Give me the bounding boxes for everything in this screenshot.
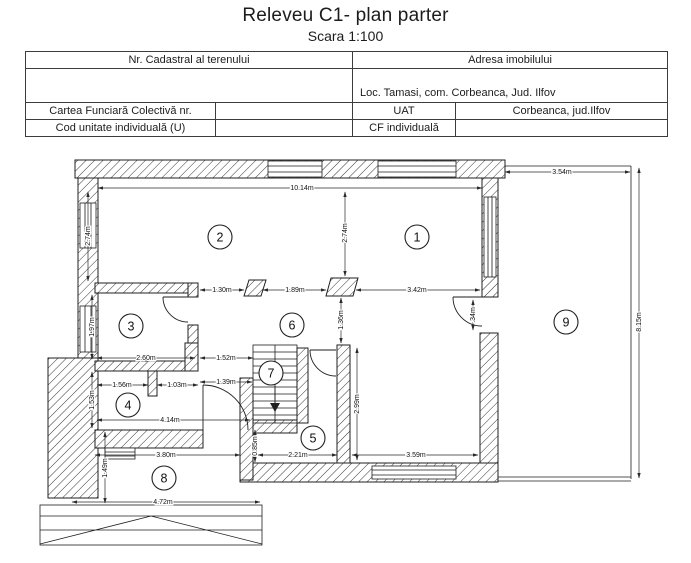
page-title: Releveu C1- plan parter bbox=[242, 5, 449, 26]
window bbox=[371, 465, 457, 480]
adresa-header: Adresa imobilului bbox=[351, 51, 669, 69]
svg-text:9: 9 bbox=[563, 316, 570, 330]
room-label-3: 3 bbox=[118, 313, 144, 339]
room-label-5: 5 bbox=[300, 425, 326, 451]
dim-label: 2.74m bbox=[85, 226, 92, 246]
room-label-7: 7 bbox=[258, 360, 284, 386]
dim-label: .34m bbox=[470, 307, 477, 323]
dim-label: 1.36m bbox=[338, 310, 345, 330]
interior-walls bbox=[94, 282, 351, 481]
door-room1-terrace bbox=[452, 296, 483, 327]
adresa-value: Loc. Tamasi, com. Corbeanca, Jud. Ilfov bbox=[351, 68, 669, 103]
cartea-funciara-label: Cartea Funciară Colectivă nr. bbox=[25, 102, 216, 120]
window bbox=[104, 447, 136, 460]
stairs-down-arrow bbox=[270, 386, 280, 412]
room-label-4: 4 bbox=[115, 392, 141, 418]
window bbox=[377, 160, 457, 178]
dim-label: 1.97m bbox=[89, 317, 96, 337]
dim-label: 1.56m bbox=[112, 382, 132, 389]
svg-text:8: 8 bbox=[161, 472, 168, 486]
room-label-9: 9 bbox=[553, 309, 579, 335]
dim-label: 1.53m bbox=[89, 390, 96, 410]
door-entrance bbox=[202, 384, 249, 431]
exterior-walls bbox=[47, 159, 506, 499]
cod-unitate-value bbox=[215, 119, 353, 137]
cf-individuala-value bbox=[454, 119, 669, 137]
room-label-1: 1 bbox=[404, 224, 430, 250]
cf-individuala-label: CF individuală bbox=[352, 119, 456, 137]
svg-text:1: 1 bbox=[414, 231, 421, 245]
table-row: Loc. Tamasi, com. Corbeanca, Jud. Ilfov bbox=[25, 68, 669, 103]
table-row: Nr. Cadastral al terenului Adresa imobil… bbox=[25, 51, 669, 69]
dim-label: 4.14m bbox=[160, 417, 180, 424]
dim-label: 1.52m bbox=[216, 355, 236, 362]
dim-label: 2.74m bbox=[342, 223, 349, 243]
uat-label: UAT bbox=[352, 102, 456, 120]
floor-plan: 10.14m 3.54m 8.15m 2.74m 2.74m 1.97m 1.3… bbox=[39, 159, 644, 546]
terrace-8-steps bbox=[39, 504, 263, 546]
table-row: Cartea Funciară Colectivă nr. UAT Corbea… bbox=[25, 102, 669, 120]
svg-text:5: 5 bbox=[310, 432, 317, 446]
dim-label: 2.21m bbox=[288, 452, 308, 459]
dim-label: 1.89m bbox=[285, 287, 305, 294]
dim-label: 3.54m bbox=[552, 169, 572, 176]
window bbox=[483, 196, 497, 278]
scale-label: Scara 1:100 bbox=[307, 28, 384, 44]
pillars bbox=[243, 277, 359, 297]
dim-label: 4.72m bbox=[153, 499, 173, 506]
svg-text:6: 6 bbox=[289, 319, 296, 333]
room-labels: 1 2 3 4 5 6 7 8 9 bbox=[115, 224, 579, 491]
svg-text:7: 7 bbox=[268, 367, 275, 381]
cartea-funciara-value bbox=[215, 102, 353, 120]
dim-label: 3.80m bbox=[156, 452, 176, 459]
svg-text:4: 4 bbox=[125, 399, 132, 413]
doors bbox=[162, 296, 483, 431]
cod-unitate-label: Cod unitate individuală (U) bbox=[25, 119, 216, 137]
dim-label: 1.49m bbox=[102, 458, 109, 478]
room-label-2: 2 bbox=[207, 224, 233, 250]
dim-label: 1.39m bbox=[216, 379, 236, 386]
dim-label: 8.15m bbox=[636, 312, 643, 332]
dim-label: 2.99m bbox=[354, 394, 361, 414]
room-label-6: 6 bbox=[279, 312, 305, 338]
room-label-8: 8 bbox=[151, 465, 177, 491]
door-stairs bbox=[309, 349, 337, 377]
table-row: Cod unitate individuală (U) CF individua… bbox=[25, 119, 669, 137]
dim-label: 3.59m bbox=[406, 452, 426, 459]
door-room3 bbox=[162, 296, 189, 323]
dim-label: 10.14m bbox=[290, 185, 314, 192]
dimensions: 10.14m 3.54m 8.15m 2.74m 2.74m 1.97m 1.3… bbox=[71, 167, 644, 507]
dim-label: 0.85m bbox=[252, 436, 259, 456]
dim-label: 1.03m bbox=[167, 382, 187, 389]
dim-label: 1.30m bbox=[212, 287, 232, 294]
cadastral-table: Nr. Cadastral al terenului Adresa imobil… bbox=[25, 51, 669, 137]
dim-label: 2.60m bbox=[136, 355, 156, 362]
window bbox=[267, 160, 323, 178]
nr-cadastral-header: Nr. Cadastral al terenului bbox=[25, 51, 353, 69]
svg-text:3: 3 bbox=[128, 320, 135, 334]
svg-text:2: 2 bbox=[217, 231, 224, 245]
terrace-9-boundary bbox=[498, 165, 632, 482]
uat-value: Corbeanca, jud.Ilfov bbox=[454, 102, 669, 120]
nr-cadastral-value bbox=[25, 68, 353, 103]
dim-label: 3.42m bbox=[407, 287, 427, 294]
